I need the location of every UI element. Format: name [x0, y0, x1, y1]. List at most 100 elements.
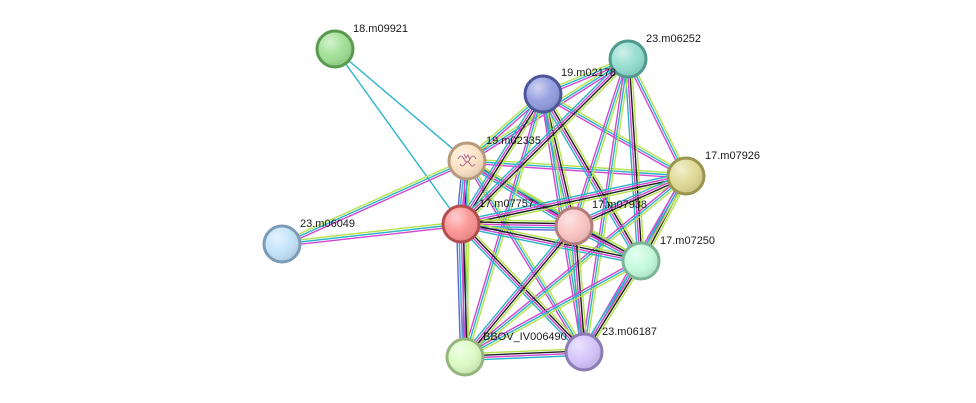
edge-channel-experiments: [460, 223, 466, 358]
edge-n23m06252-n23m06187[interactable]: [581, 58, 631, 353]
edge-channel-databases: [334, 48, 468, 162]
node-n23m06252[interactable]: [608, 39, 648, 79]
edge-n17m07926-n17m07938[interactable]: [572, 172, 688, 230]
edge-channel-coexpression: [462, 223, 468, 357]
edge-channel-coexpression: [461, 59, 630, 226]
edge-channel-experiments: [463, 258, 641, 356]
node-label-n23m06187: 23.m06187: [602, 326, 657, 338]
node-label-n23m06049: 23.m06049: [300, 218, 355, 230]
node-label-n17m07757: 17.m07757: [479, 198, 534, 210]
edge-channel-databases: [458, 225, 583, 355]
edge-channel-textmining: [576, 225, 588, 352]
edge-channel-databases: [465, 354, 585, 361]
node-n23m06187[interactable]: [564, 332, 604, 372]
edge-channel-textmining: [463, 95, 547, 227]
edges-layer: [280, 48, 690, 361]
node-label-n23m06252: 23.m06252: [646, 33, 701, 45]
edge-channel-coexpression: [461, 222, 586, 352]
edge-channel-databases: [281, 160, 468, 245]
edge-channel-databases: [573, 58, 629, 227]
edge-channel-databases: [281, 223, 462, 245]
edge-channel-coexpression: [574, 225, 586, 352]
edge-n17m07938-nBBOV[interactable]: [461, 223, 578, 360]
edge-channel-textmining: [461, 178, 687, 228]
edge-n18m09921-n17m07757[interactable]: [334, 48, 462, 225]
edge-n23m06049-n17m07757[interactable]: [281, 221, 462, 247]
edge-n19m02178-n17m07757[interactable]: [457, 91, 547, 227]
edge-channel-databases: [464, 260, 642, 358]
edge-channel-coexpression: [628, 58, 643, 261]
edge-channel-databases: [460, 172, 686, 222]
edge-channel-databases: [627, 58, 687, 177]
edge-channel-coexpression: [574, 176, 687, 228]
edge-channel-textmining: [281, 221, 461, 243]
node-n17m07250[interactable]: [621, 241, 661, 281]
edge-channel-textmining: [466, 94, 546, 358]
edge-channel-experiments: [465, 352, 585, 359]
edge-n23m06252-n17m07250[interactable]: [624, 58, 645, 262]
edge-channel-databases: [458, 224, 464, 358]
edge-channel-experiments: [459, 57, 628, 224]
edge-channel-coexpression: [461, 222, 642, 261]
edge-channel-textmining: [280, 158, 467, 243]
edge-channel-experiments: [459, 224, 584, 354]
node-label-n19m02335: 19.m02335: [486, 135, 541, 147]
node-highlight: [448, 340, 482, 374]
edge-channel-experiments: [463, 224, 574, 357]
edge-channel-databases: [583, 58, 629, 353]
node-n17m07926[interactable]: [666, 156, 706, 196]
edge-channel-textmining: [466, 161, 470, 358]
edge-channel-databases: [457, 91, 541, 223]
edge-channel-experiments: [459, 93, 543, 224]
edge-n17m07250-nBBOV[interactable]: [463, 258, 643, 360]
edge-nBBOV-n23m06187[interactable]: [464, 348, 585, 361]
node-highlight: [557, 209, 591, 243]
node-n19m02178[interactable]: [523, 74, 563, 114]
node-n17m07757[interactable]: [441, 204, 481, 244]
edge-channel-coexpression: [465, 226, 576, 359]
protein-structure-icon: [457, 153, 477, 167]
edge-channel-textmining: [466, 227, 578, 360]
edge-n17m07757-n17m07250[interactable]: [460, 220, 642, 265]
edge-n17m07757-nBBOV[interactable]: [455, 223, 471, 358]
edge-n17m07938-n23m06187[interactable]: [570, 225, 588, 353]
edge-channel-homology: [455, 224, 462, 358]
edge-channel-experiments: [626, 59, 641, 262]
edge-channel-experiments: [573, 174, 686, 226]
edge-channel-textmining: [464, 223, 471, 357]
edge-channel-coexpression: [464, 350, 584, 357]
node-n17m07938[interactable]: [554, 206, 594, 246]
edge-channel-databases: [570, 226, 582, 353]
edge-channel-databases: [464, 163, 573, 230]
node-n19m02335[interactable]: [447, 141, 487, 181]
node-label-n17m07938: 17.m07938: [592, 199, 647, 211]
node-highlight: [526, 77, 560, 111]
edge-channel-databases: [461, 223, 573, 356]
node-nBBOV[interactable]: [445, 337, 485, 377]
edge-channel-experiments: [581, 58, 627, 352]
node-label-n18m09921: 18.m09921: [353, 23, 408, 35]
edge-channel-databases: [466, 160, 585, 353]
edge-channel-textmining: [461, 220, 642, 259]
edge-n23m06049-n19m02335[interactable]: [280, 158, 469, 247]
edge-channel-experiments: [460, 174, 686, 224]
edge-channel-experiments: [466, 162, 686, 179]
edge-channel-textmining: [585, 59, 631, 353]
edge-n17m07926-n17m07757[interactable]: [460, 172, 687, 228]
node-highlight: [669, 159, 703, 193]
edge-channel-experiments: [460, 224, 641, 263]
edge-n18m09921-n19m02335[interactable]: [334, 48, 468, 162]
node-n23m06049[interactable]: [262, 224, 302, 264]
node-highlight: [624, 244, 658, 278]
edge-channel-coexpression: [461, 94, 545, 225]
edge-channel-databases: [334, 48, 462, 225]
node-label-n17m07926: 17.m07926: [705, 150, 760, 162]
node-label-n19m02178: 19.m02178: [561, 67, 616, 79]
node-label-n17m07250: 17.m07250: [660, 235, 715, 247]
node-n18m09921[interactable]: [315, 29, 355, 69]
edge-n23m06252-n17m07757[interactable]: [458, 56, 631, 227]
edge-channel-databases: [464, 93, 544, 358]
edge-n23m06252-n17m07926[interactable]: [625, 57, 689, 178]
node-highlight: [450, 144, 484, 178]
